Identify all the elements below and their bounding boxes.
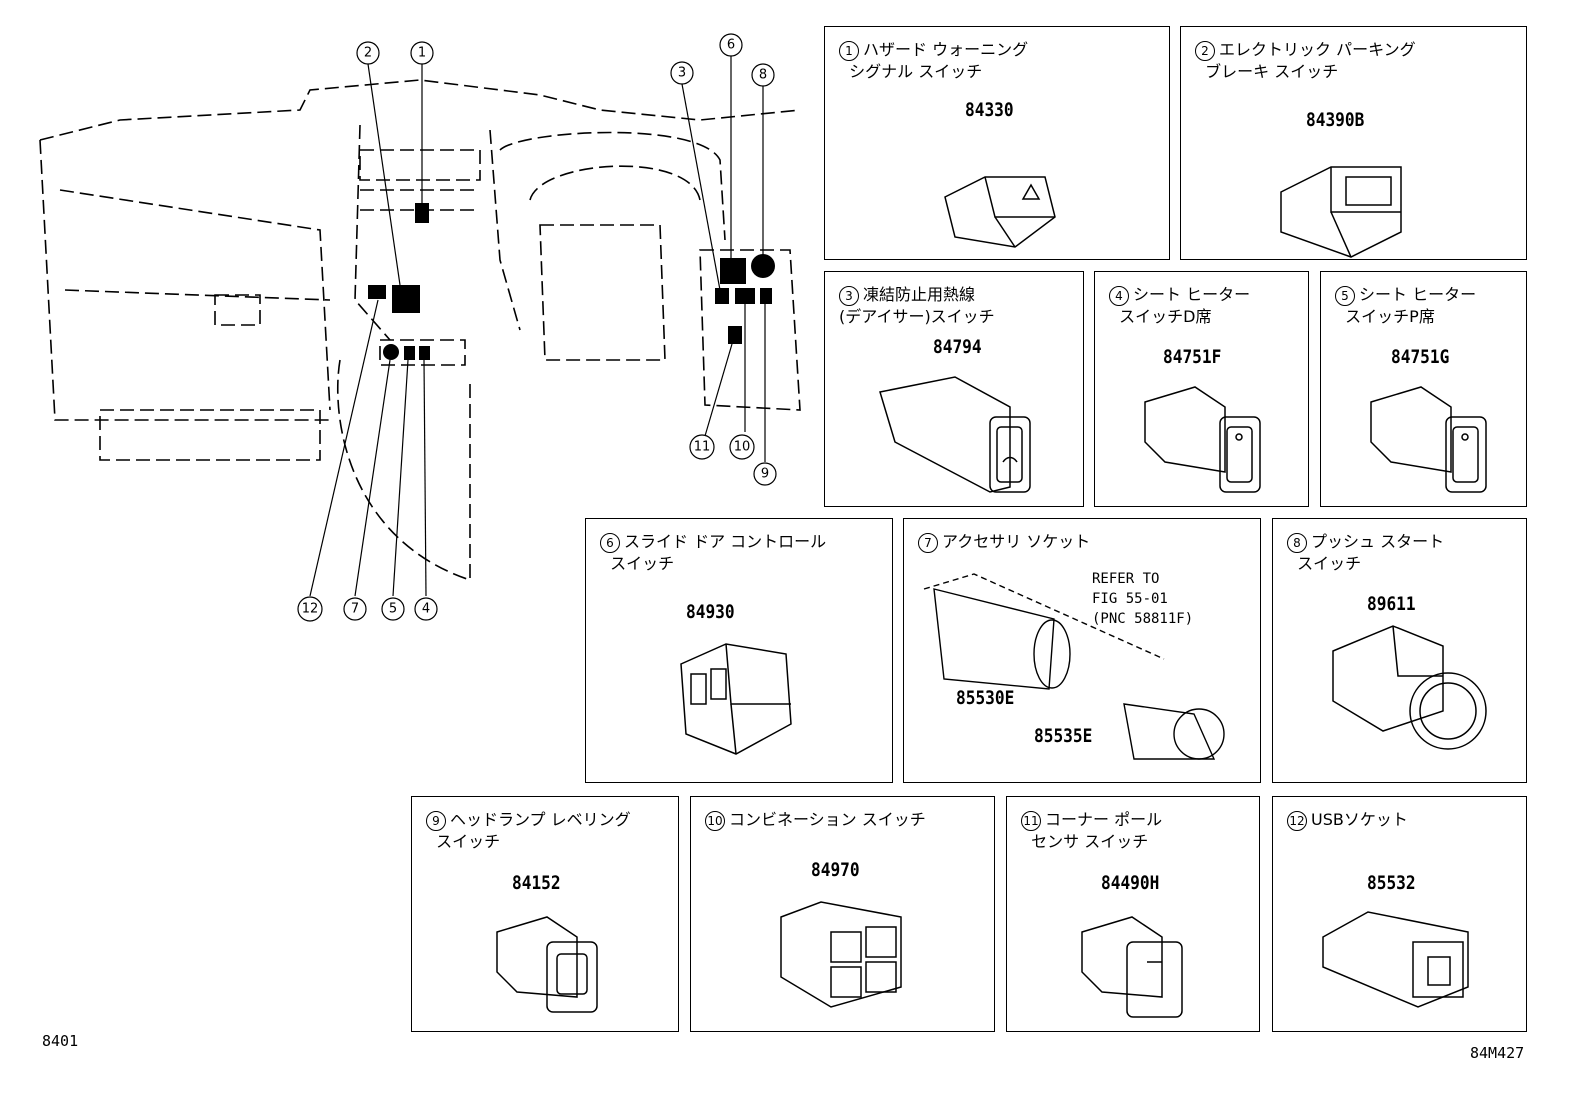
parking-brake-switch-icon — [1280, 166, 1402, 258]
part-number-84490H: 84490H — [1101, 872, 1160, 894]
diagram-callout-11: 11 — [694, 440, 711, 455]
part-name-3: 凍結防止用熱線 (デアイサー)スイッチ — [839, 285, 995, 326]
accessory-socket-icon — [923, 573, 1225, 760]
push-start-switch-icon — [1332, 625, 1487, 750]
slide-door-switch-icon — [680, 643, 792, 755]
callout-number-2: 2 — [1195, 40, 1215, 61]
diagram-callout-7: 7 — [351, 602, 359, 617]
part-number-84794: 84794 — [933, 336, 982, 358]
callout-number-7: 7 — [918, 532, 938, 553]
diagram-callout-2: 2 — [364, 46, 372, 61]
part-number-85530E: 85530E — [956, 687, 1015, 709]
callout-number-6: 6 — [600, 532, 620, 553]
diagram-callout-3: 3 — [678, 66, 686, 81]
part-number-84330: 84330 — [965, 99, 1014, 121]
deicer-switch-icon — [879, 376, 1031, 493]
part-name-7: アクセサリ ソケット — [942, 532, 1091, 551]
callout-number-12: 12 — [1287, 810, 1307, 831]
callout-number-5: 5 — [1335, 285, 1355, 306]
combination-switch-icon — [780, 901, 902, 1008]
footer-left-code: 8401 — [42, 1032, 79, 1050]
part-name-1: ハザード ウォーニング シグナル スイッチ — [849, 40, 1029, 81]
headlamp-leveling-switch-icon — [496, 916, 598, 1013]
callout-number-11: 11 — [1021, 810, 1041, 831]
footer-right-code: 84M427 — [1470, 1044, 1525, 1062]
part-name-5: シート ヒーター スイッチP席 — [1345, 285, 1477, 326]
callout-number-3: 3 — [839, 285, 859, 306]
part-name-10: コンビネーション スイッチ — [729, 810, 926, 829]
usb-socket-icon — [1322, 911, 1469, 1008]
diagram-callout-9: 9 — [761, 467, 769, 482]
part-number-84930: 84930 — [686, 601, 735, 623]
part-name-9: ヘッドランプ レベリング スイッチ — [436, 810, 631, 851]
refer-note: REFER TO FIG 55-01 (PNC 58811F) — [1092, 571, 1194, 627]
callout-number-9: 9 — [426, 810, 446, 831]
part-name-11: コーナー ポール センサ スイッチ — [1031, 810, 1163, 851]
seat-heater-d-switch-icon — [1144, 386, 1261, 493]
part-name-2: エレクトリック パーキング ブレーキ スイッチ — [1205, 40, 1416, 81]
callout-number-1: 1 — [839, 40, 859, 61]
callout-number-10: 10 — [705, 810, 725, 831]
diagram-callout-8: 8 — [759, 68, 767, 83]
diagram-callout-1: 1 — [418, 46, 426, 61]
callout-number-8: 8 — [1287, 532, 1307, 553]
part-name-4: シート ヒーター スイッチD席 — [1119, 285, 1251, 326]
callout-number-4: 4 — [1109, 285, 1129, 306]
part-number-85535E: 85535E — [1034, 725, 1093, 747]
part-name-8: プッシュ スタート スイッチ — [1297, 532, 1445, 573]
part-number-84390B: 84390B — [1306, 109, 1365, 131]
part-number-84751F: 84751F — [1163, 346, 1222, 368]
part-number-85532: 85532 — [1367, 872, 1416, 894]
part-name-6: スライド ドア コントロール スイッチ — [610, 532, 827, 573]
diagram-callout-6: 6 — [727, 38, 735, 53]
hazard-switch-icon — [944, 176, 1056, 248]
diagram-callout-10: 10 — [734, 440, 751, 455]
part-number-84152: 84152 — [512, 872, 561, 894]
diagram-callout-5: 5 — [389, 602, 397, 617]
diagram-callout-4: 4 — [422, 602, 430, 617]
part-name-12: USBソケット — [1311, 810, 1408, 829]
part-number-84970: 84970 — [811, 859, 860, 881]
part-number-89611: 89611 — [1367, 593, 1416, 615]
corner-pole-switch-icon — [1081, 916, 1183, 1018]
seat-heater-p-switch-icon — [1370, 386, 1487, 493]
part-number-84751G: 84751G — [1391, 346, 1450, 368]
diagram-callout-12: 12 — [302, 602, 319, 617]
